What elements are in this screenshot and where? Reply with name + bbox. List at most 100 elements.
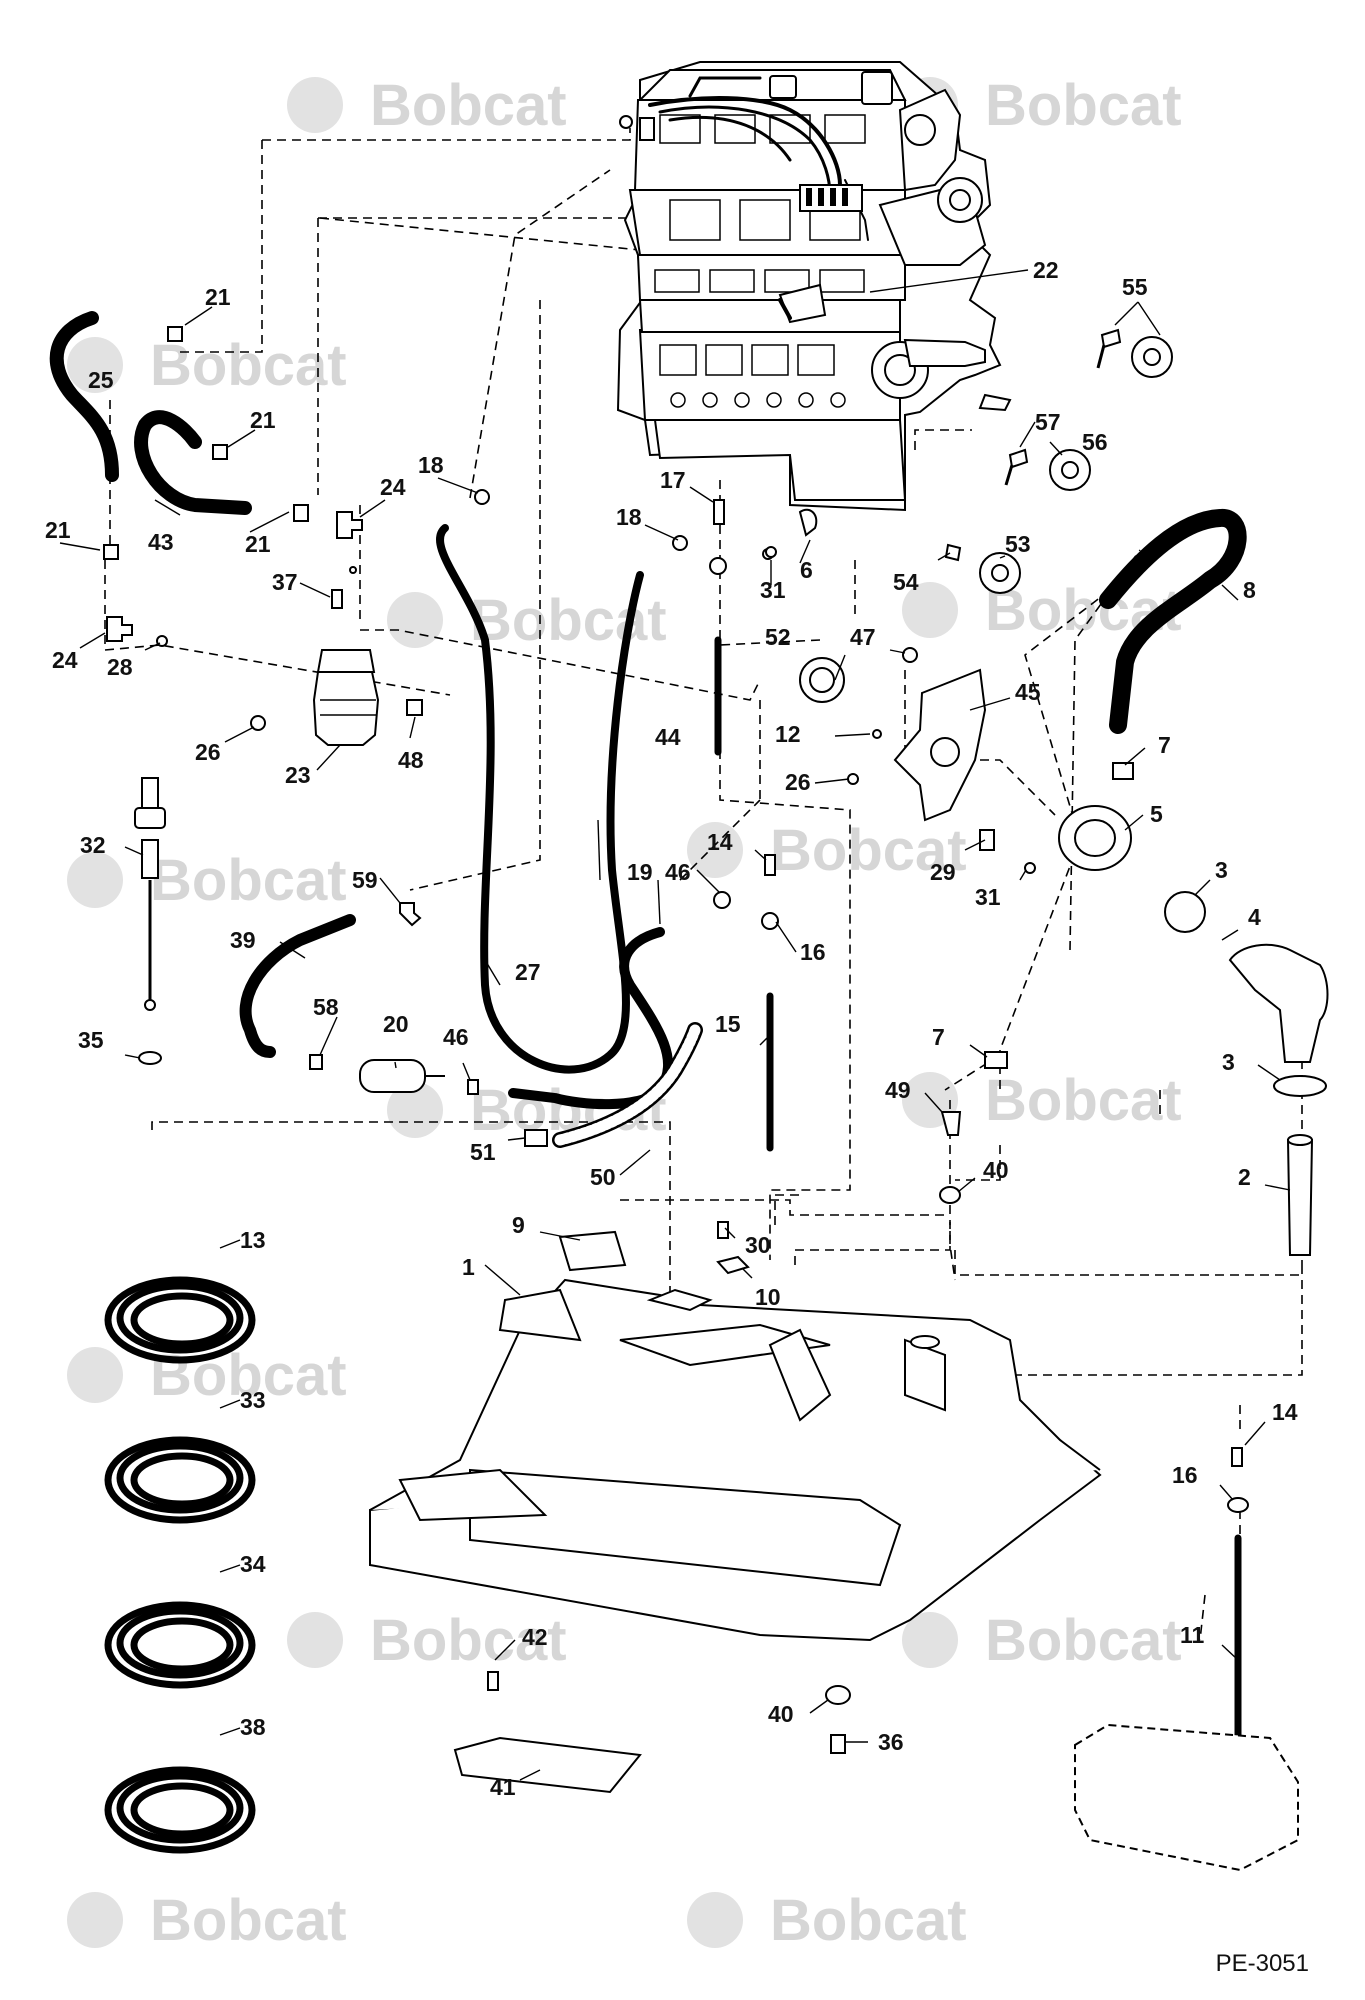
callout-12: 12 bbox=[775, 721, 801, 747]
watermark-logo-icon bbox=[287, 77, 343, 133]
callout-44: 44 bbox=[655, 724, 681, 750]
callout-41: 41 bbox=[490, 1774, 516, 1800]
callout-57: 57 bbox=[1035, 409, 1061, 435]
watermark-logo-icon bbox=[902, 582, 958, 638]
engine-assembly bbox=[616, 61, 1012, 512]
callout-42: 42 bbox=[522, 1624, 548, 1650]
hose-coil-13 bbox=[104, 1276, 256, 1364]
callout-23: 23 bbox=[285, 762, 311, 788]
callout-31: 31 bbox=[975, 884, 1001, 910]
watermark-logo-icon bbox=[387, 592, 443, 648]
callout-3: 3 bbox=[1222, 1049, 1235, 1075]
watermark-text: Bobcat bbox=[770, 818, 967, 883]
callout-7: 7 bbox=[932, 1024, 945, 1050]
hose-coils bbox=[104, 1276, 256, 1854]
callout-5: 5 bbox=[1150, 801, 1163, 827]
callout-3: 3 bbox=[1215, 857, 1228, 883]
watermark-text: Bobcat bbox=[370, 73, 567, 138]
callout-22: 22 bbox=[1033, 257, 1059, 283]
callout-51: 51 bbox=[470, 1139, 496, 1165]
callout-35: 35 bbox=[78, 1027, 104, 1053]
callout-21: 21 bbox=[250, 407, 276, 433]
callout-labels: 1 2 3 3 4 5 6 7 7 8 9 10 11 12 13 14 14 … bbox=[45, 257, 1298, 1800]
callout-32: 32 bbox=[80, 832, 106, 858]
callout-50: 50 bbox=[590, 1164, 616, 1190]
callout-7: 7 bbox=[1158, 732, 1171, 758]
hose-25 bbox=[49, 311, 119, 482]
callout-39: 39 bbox=[230, 927, 256, 953]
callout-58: 58 bbox=[313, 994, 339, 1020]
callout-59: 59 bbox=[352, 867, 378, 893]
watermark-text: Bobcat bbox=[985, 1068, 1182, 1133]
callout-20: 20 bbox=[383, 1011, 409, 1037]
callout-30: 30 bbox=[745, 1232, 771, 1258]
callout-45: 45 bbox=[1015, 679, 1041, 705]
callout-47: 47 bbox=[850, 624, 876, 650]
callout-40: 40 bbox=[768, 1701, 794, 1727]
callout-14: 14 bbox=[707, 829, 733, 855]
watermark-text: Bobcat bbox=[150, 1888, 347, 1953]
hose-19 bbox=[508, 927, 673, 1110]
fuel-hoses bbox=[49, 311, 1247, 1794]
hose-coil-34 bbox=[104, 1601, 256, 1689]
callout-31: 31 bbox=[760, 577, 786, 603]
watermark-text: Bobcat bbox=[370, 1608, 567, 1673]
watermark-logo-icon bbox=[67, 1892, 123, 1948]
hose-8 bbox=[1099, 509, 1247, 734]
hose-43 bbox=[134, 410, 252, 515]
callout-19: 19 bbox=[627, 859, 653, 885]
watermark-text: Bobcat bbox=[985, 73, 1182, 138]
callout-26: 26 bbox=[785, 769, 811, 795]
callout-24: 24 bbox=[380, 474, 406, 500]
callout-40: 40 bbox=[983, 1157, 1009, 1183]
watermark-text: Bobcat bbox=[150, 1343, 347, 1408]
callout-16: 16 bbox=[1172, 1462, 1198, 1488]
watermark-logo-icon bbox=[67, 852, 123, 908]
watermark-logo-icon bbox=[387, 1082, 443, 1138]
callout-15: 15 bbox=[715, 1011, 741, 1037]
leader-lines bbox=[59, 269, 1291, 1781]
watermark-text: Bobcat bbox=[770, 1888, 967, 1953]
callout-18: 18 bbox=[418, 452, 444, 478]
callout-49: 49 bbox=[885, 1077, 911, 1103]
watermark-text: Bobcat bbox=[150, 848, 347, 913]
callout-17: 17 bbox=[660, 467, 686, 493]
callout-54: 54 bbox=[893, 569, 919, 595]
callout-9: 9 bbox=[512, 1212, 525, 1238]
callout-46: 46 bbox=[443, 1024, 469, 1050]
callout-36: 36 bbox=[878, 1729, 904, 1755]
callout-1: 1 bbox=[462, 1254, 475, 1280]
callout-55: 55 bbox=[1122, 274, 1148, 300]
callout-37: 37 bbox=[272, 569, 298, 595]
callout-21: 21 bbox=[205, 284, 231, 310]
callout-38: 38 bbox=[240, 1714, 266, 1740]
callout-21: 21 bbox=[45, 517, 71, 543]
watermark-logo-icon bbox=[902, 1612, 958, 1668]
watermark-logo-icon bbox=[687, 822, 743, 878]
callout-33: 33 bbox=[240, 1387, 266, 1413]
callout-14: 14 bbox=[1272, 1399, 1298, 1425]
callout-4: 4 bbox=[1248, 904, 1261, 930]
fuel-tank bbox=[369, 1278, 1102, 1642]
small-parts bbox=[103, 326, 1329, 1872]
watermark-text: Bobcat bbox=[150, 333, 347, 398]
callout-43: 43 bbox=[148, 529, 174, 555]
callout-11: 11 bbox=[1180, 1622, 1205, 1648]
watermark-logo-icon bbox=[287, 1612, 343, 1668]
watermark-logo-icon bbox=[67, 1347, 123, 1403]
hose-27 bbox=[435, 524, 644, 1074]
callout-56: 56 bbox=[1082, 429, 1108, 455]
callout-13: 13 bbox=[240, 1227, 266, 1253]
callout-34: 34 bbox=[240, 1551, 266, 1577]
callout-26: 26 bbox=[195, 739, 221, 765]
callout-24: 24 bbox=[52, 647, 78, 673]
callout-18: 18 bbox=[616, 504, 642, 530]
callout-16: 16 bbox=[800, 939, 826, 965]
callout-21: 21 bbox=[245, 531, 271, 557]
callout-28: 28 bbox=[107, 654, 133, 680]
drawing-id: PE-3051 bbox=[1215, 1950, 1309, 1977]
callout-53: 53 bbox=[1005, 531, 1031, 557]
callout-29: 29 bbox=[930, 859, 956, 885]
callout-6: 6 bbox=[800, 557, 813, 583]
